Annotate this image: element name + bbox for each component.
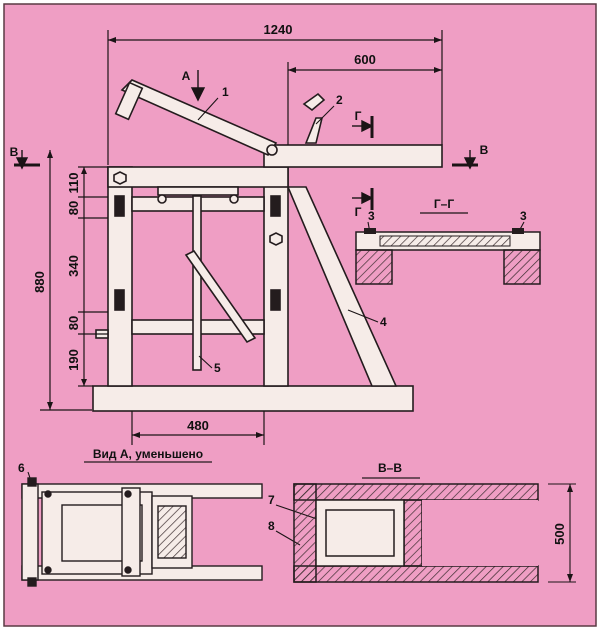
vv-top-rail xyxy=(293,483,539,501)
vv-left-post xyxy=(293,483,317,583)
dim-label-480: 480 xyxy=(187,418,209,433)
gg-left-beam xyxy=(355,249,393,285)
callout-1: 1 xyxy=(222,85,229,99)
callout-7: 7 xyxy=(268,493,275,507)
vv-right-post xyxy=(403,499,423,567)
view-a-title: Вид А, уменьшено xyxy=(93,447,203,461)
dim-label-110: 110 xyxy=(66,173,81,194)
va-left-post xyxy=(21,483,39,581)
view-a xyxy=(21,461,263,587)
post-slot xyxy=(270,195,281,217)
push-rod xyxy=(192,195,202,371)
diagonal-brace xyxy=(286,186,398,387)
va-crossbar xyxy=(121,487,141,577)
dimension-arrowheads xyxy=(47,37,442,438)
section-v-right-mark: В xyxy=(480,143,489,157)
section-v-v xyxy=(293,477,576,583)
callout-5: 5 xyxy=(214,361,221,375)
view-a-arrowhead xyxy=(190,87,206,102)
callout-6: 6 xyxy=(18,461,25,475)
va-bracket xyxy=(61,504,143,562)
clamp-grip xyxy=(302,92,326,112)
callout-8: 8 xyxy=(268,519,275,533)
post-slot xyxy=(270,289,281,311)
gg-clip-left xyxy=(364,228,376,234)
section-vv-title: В–В xyxy=(378,461,402,475)
bolt-head xyxy=(113,171,127,185)
bolt-head xyxy=(269,232,283,246)
dim-label-80: 80 xyxy=(66,201,81,215)
section-g-bottom-mark: Г xyxy=(355,205,362,219)
dim-label-1240: 1240 xyxy=(264,22,293,37)
spring-bar xyxy=(157,186,239,196)
callout-4: 4 xyxy=(380,315,387,329)
dimension-lines xyxy=(40,30,443,445)
callout-2: 2 xyxy=(336,93,343,107)
section-gg-title: Г–Г xyxy=(434,197,454,211)
lever-handle-block xyxy=(114,81,144,121)
dim-label-340: 340 xyxy=(66,255,81,277)
view-a-mark: А xyxy=(182,69,191,83)
dim-label-500: 500 xyxy=(552,523,567,545)
callout-3-right: 3 xyxy=(520,209,527,223)
section-g-bottom-arrowhead xyxy=(361,191,374,205)
callout-3-left: 3 xyxy=(368,209,375,223)
gg-insert xyxy=(379,235,511,247)
top-crossbar xyxy=(107,166,289,188)
spring-end xyxy=(157,194,167,204)
gg-clip-right xyxy=(512,228,524,234)
right-post xyxy=(263,166,289,387)
section-markers xyxy=(14,70,478,210)
link-rod xyxy=(184,249,257,344)
side-view xyxy=(92,79,443,412)
section-g-top-mark: Г xyxy=(355,109,362,123)
table-plank xyxy=(263,144,443,168)
section-g-g xyxy=(355,212,541,285)
vv-bottom-rail xyxy=(293,565,539,583)
vv-panel xyxy=(325,509,395,557)
section-g-top-arrowhead xyxy=(361,119,374,133)
spring-end xyxy=(229,194,239,204)
post-slot xyxy=(114,195,125,217)
dim-label-80-lower: 80 xyxy=(66,316,81,330)
section-v-right-arrowhead xyxy=(463,157,477,170)
dim-label-190: 190 xyxy=(66,349,81,371)
dim-label-600: 600 xyxy=(354,52,376,67)
dim-label-880: 880 xyxy=(32,271,47,293)
hinge-pin xyxy=(266,144,278,156)
base-plank xyxy=(92,385,414,412)
va-hatched-insert xyxy=(157,505,187,559)
gg-right-beam xyxy=(503,249,541,285)
post-slot xyxy=(114,289,125,311)
section-v-left-arrowhead xyxy=(15,157,29,170)
section-v-left-mark: В xyxy=(10,145,19,159)
